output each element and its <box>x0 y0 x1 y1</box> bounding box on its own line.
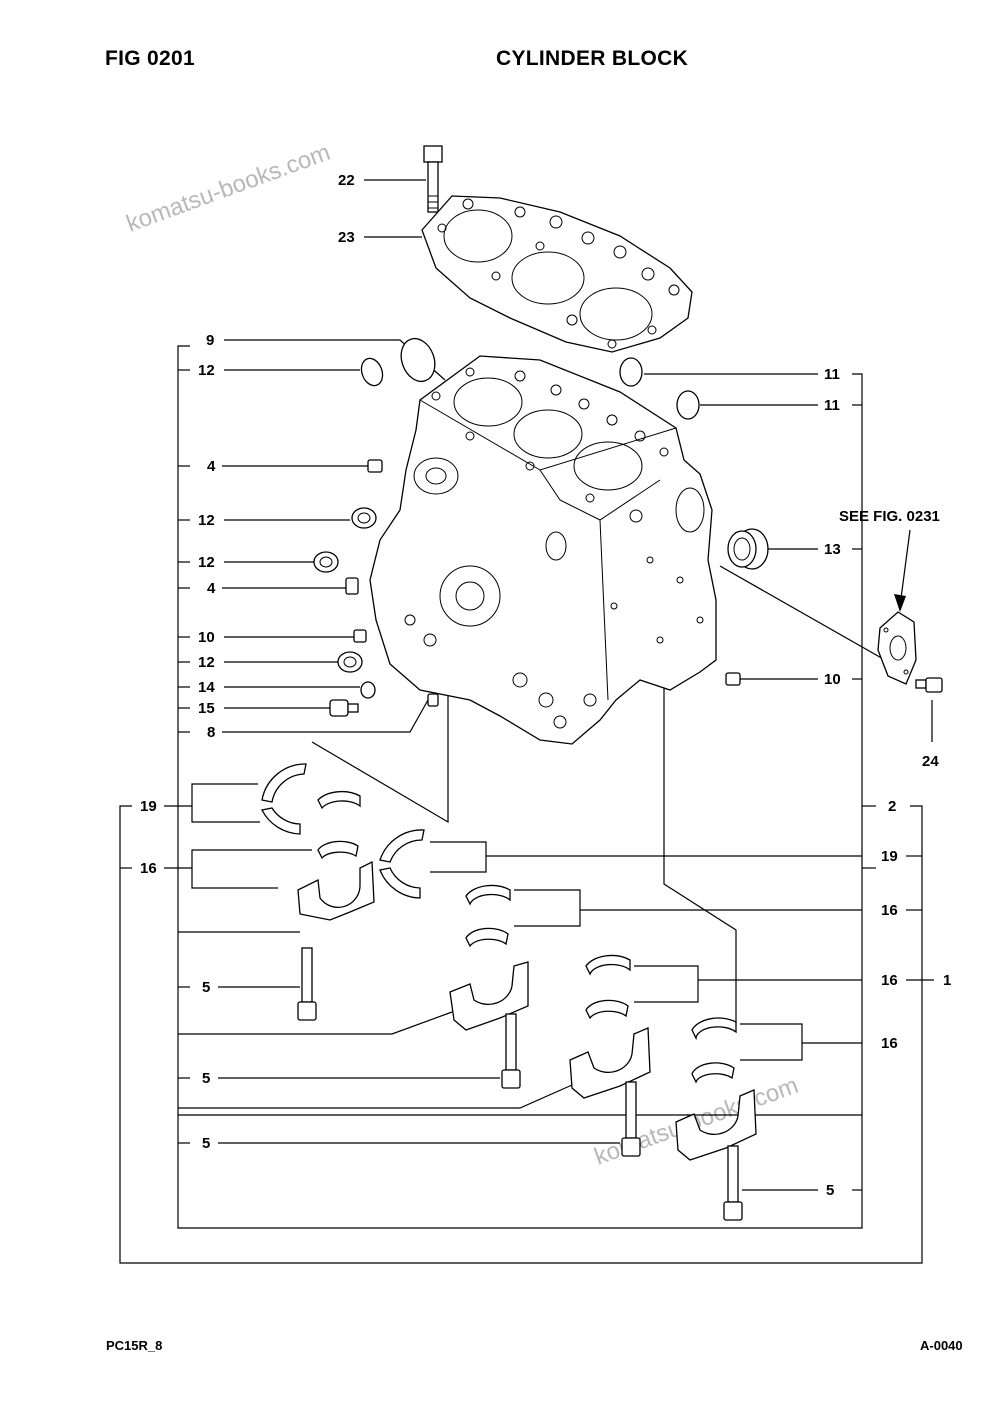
crankshaft-seal <box>727 528 769 570</box>
callout-5: 5 <box>202 1135 210 1152</box>
callout-12: 12 <box>198 554 215 571</box>
callout-2: 2 <box>888 798 896 815</box>
callout-22: 22 <box>338 172 355 189</box>
callout-4: 4 <box>207 580 216 597</box>
callout-11: 11 <box>824 366 840 383</box>
callout-8: 8 <box>207 724 215 741</box>
callout-13: 13 <box>824 541 841 558</box>
see-figure-reference: SEE FIG. 0231 <box>839 508 940 525</box>
main-bearing-caps <box>297 860 757 1161</box>
callout-12: 12 <box>198 362 215 379</box>
callout-5: 5 <box>202 1070 210 1087</box>
watermark-text: komatsu-books.com <box>123 139 334 238</box>
callout-15: 15 <box>198 700 215 717</box>
callout-5: 5 <box>202 979 210 996</box>
callout-19: 19 <box>140 798 157 815</box>
fittings <box>313 459 741 717</box>
footer-model-code: PC15R_8 <box>106 1338 163 1353</box>
callout-10: 10 <box>824 671 841 688</box>
callout-11: 11 <box>824 397 840 414</box>
callout-16: 16 <box>140 860 157 877</box>
callout-16: 16 <box>881 1035 898 1052</box>
callout-12: 12 <box>198 654 215 671</box>
cover-plate <box>877 611 943 693</box>
callout-16: 16 <box>881 902 898 919</box>
callout-numbers: 22 23 9 12 4 12 12 4 10 12 14 15 8 19 16… <box>140 172 951 1199</box>
callout-23: 23 <box>338 229 355 246</box>
callout-12: 12 <box>198 512 215 529</box>
callout-5: 5 <box>826 1182 834 1199</box>
callout-24: 24 <box>922 753 939 770</box>
callout-10: 10 <box>198 629 215 646</box>
callout-19: 19 <box>881 848 898 865</box>
footer-page-code: A-0040 <box>920 1338 963 1353</box>
cylinder-block <box>369 355 717 745</box>
figure-number: FIG 0201 <box>105 47 195 70</box>
callout-4: 4 <box>207 458 216 475</box>
main-bearing-bolts <box>297 947 743 1221</box>
page-title: CYLINDER BLOCK <box>496 47 689 70</box>
expansion-plugs <box>360 337 700 420</box>
head-gasket <box>421 195 693 353</box>
main-bearing-shells <box>261 763 737 1084</box>
callout-16: 16 <box>881 972 898 989</box>
callout-1: 1 <box>943 972 951 989</box>
head-bolt <box>423 145 443 213</box>
callout-14: 14 <box>198 679 215 696</box>
callout-9: 9 <box>206 332 214 349</box>
